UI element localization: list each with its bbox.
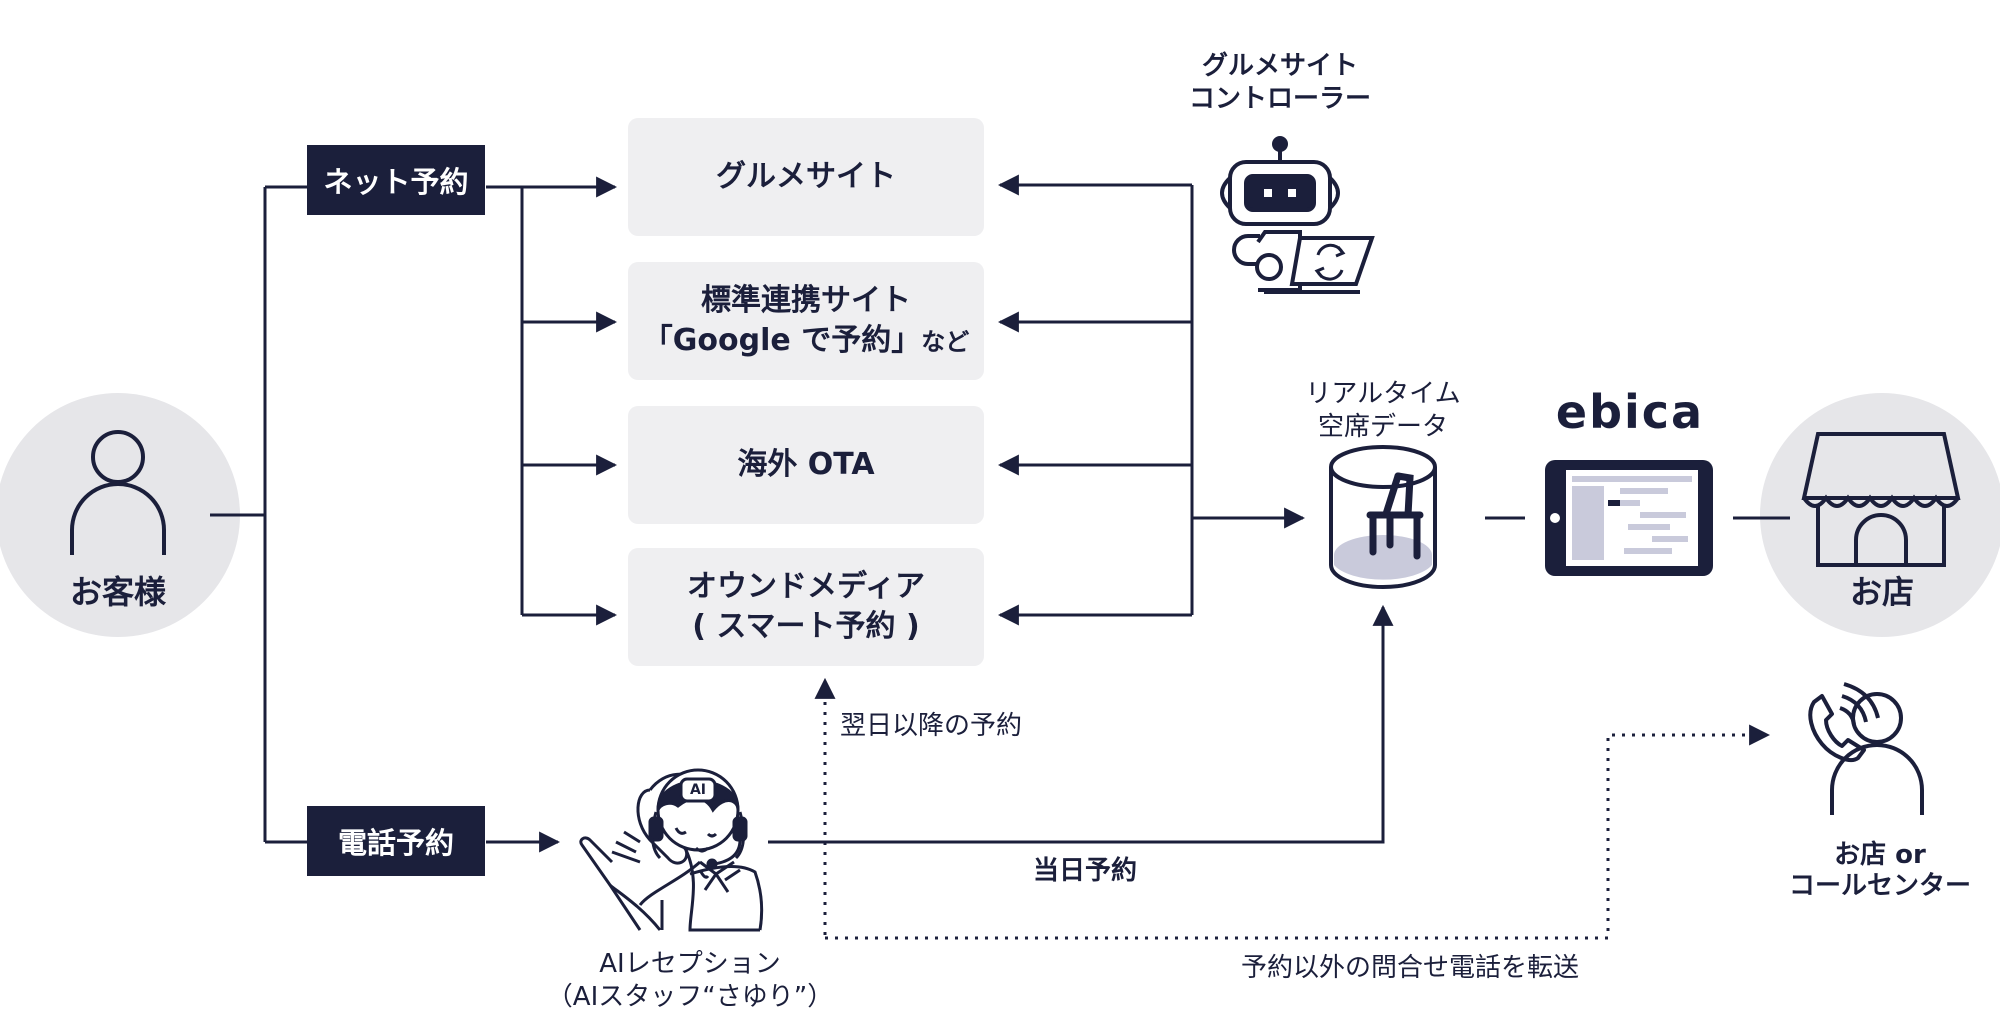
phone-reservation-tag: 電話予約 <box>307 806 485 876</box>
realtime-seat-icon <box>1329 445 1437 589</box>
site-title: 海外 OTA <box>737 446 875 482</box>
robot-icon <box>1220 136 1340 226</box>
standard-link-site-box: 標準連携サイト 「Google で予約」など <box>628 262 984 380</box>
ai-reception-label: AIレセプション （AIスタッフ“さゆり”） <box>546 949 834 1012</box>
net-distribution <box>486 176 618 626</box>
site-title: グルメサイト <box>716 158 896 194</box>
customer-trunk <box>210 185 307 844</box>
site-subtitle: ( スマート予約 ) <box>692 609 920 644</box>
site-title: 標準連携サイト <box>701 282 911 318</box>
ai-badge: AI <box>689 782 707 798</box>
owned-media-box: オウンドメディア ( スマート予約 ) <box>628 548 984 666</box>
customer-circle <box>0 393 240 637</box>
overseas-ota-box: 海外 OTA <box>628 406 984 524</box>
laptop-sync-icon <box>1232 230 1375 294</box>
ebica-logo: ebica <box>1555 385 1705 439</box>
realtime-seat-label: リアルタイム 空席データ <box>1305 379 1461 442</box>
ai-receptionist-icon <box>579 768 764 932</box>
phone-icon <box>1808 682 1880 763</box>
same-day-label: 当日予約 <box>1032 856 1137 886</box>
person-icon <box>70 430 166 555</box>
transfer-flow <box>825 724 1771 940</box>
same-day-flow <box>768 604 1394 844</box>
storefront-icon <box>1801 432 1961 567</box>
next-day-label: 翌日以降の予約 <box>840 711 1023 741</box>
controller-sync-lines <box>997 174 1306 626</box>
tablet-icon <box>1545 460 1713 576</box>
controller-label: グルメサイト コントローラー <box>1188 51 1371 114</box>
transfer-label: 予約以外の問合せ電話を転送 <box>1240 953 1579 983</box>
site-title: オウンドメディア <box>687 568 925 604</box>
customer-label: お客様 <box>69 573 166 611</box>
net-reservation-tag: ネット予約 <box>307 145 485 215</box>
shop-label: お店 <box>1849 573 1914 611</box>
gourmet-site-box: グルメサイト <box>628 118 984 236</box>
site-subtitle: 「Google で予約」など <box>642 323 970 358</box>
call-center-label: お店 or コールセンター <box>1788 840 1971 902</box>
